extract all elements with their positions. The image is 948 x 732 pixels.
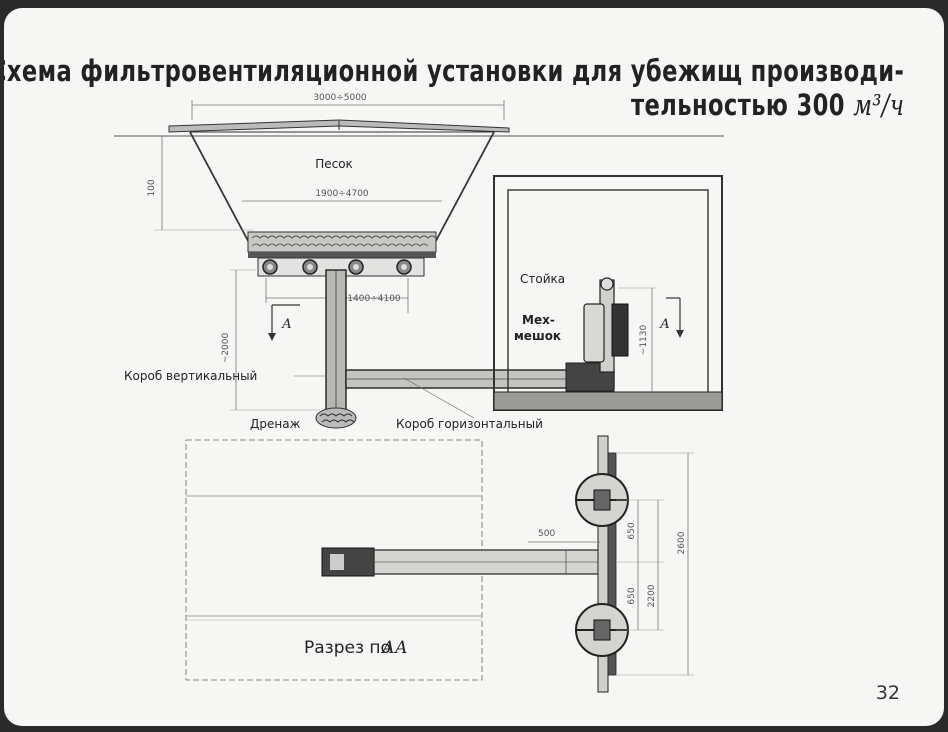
inner-width-label: 1900÷4700 xyxy=(315,189,369,199)
plan-2600-label: 2600 xyxy=(677,531,687,554)
vertical-duct xyxy=(325,269,347,411)
title-unit: м³/ч xyxy=(852,88,904,122)
pit-cover xyxy=(168,119,510,133)
vertical-duct-label: Короб вертикальный xyxy=(124,369,257,383)
fur-bag xyxy=(583,303,629,363)
stand-label: Стойка xyxy=(520,272,565,286)
diagram-title-line1: Схема фильтровентиляционной установки дл… xyxy=(4,54,904,88)
bottom-width-label: 1400÷4100 xyxy=(347,294,401,304)
section-mark-left-label: А xyxy=(281,317,292,332)
horizontal-duct-label: Короб горизонтальный xyxy=(396,417,543,431)
top-width-dimension: 3000÷5000 xyxy=(191,93,505,120)
section-title: Разрез по xyxy=(304,638,391,658)
section-mark-left: А xyxy=(268,304,300,341)
drainage-stones xyxy=(315,407,357,429)
horizontal-duct xyxy=(345,362,615,392)
depth-label: 100 xyxy=(147,179,157,196)
section-mark-right-label: А xyxy=(659,317,670,332)
section-mark-right: А xyxy=(659,297,684,338)
plan-dimensions: 500 650 650 2200 2600 xyxy=(528,452,694,676)
bag-label-line2: мешок xyxy=(514,329,561,343)
bag-label-line1: Мех- xyxy=(522,313,555,327)
section-title-letters: АА xyxy=(381,638,408,658)
bag-height-dimension: ~1130 xyxy=(618,287,656,392)
plan-column xyxy=(597,435,617,693)
plan-650-bottom-label: 650 xyxy=(627,587,637,604)
horizontal-duct-leader xyxy=(403,377,475,419)
sand-pit xyxy=(189,131,495,253)
sand-label: Песок xyxy=(315,157,353,171)
plan-2200-label: 2200 xyxy=(647,584,657,607)
duct-height-dimension: ~2000 xyxy=(221,269,320,411)
inner-width-dimension: 1900÷4700 xyxy=(242,189,442,202)
plan-duct xyxy=(321,547,601,577)
gravel-layer xyxy=(247,231,437,258)
filter-ventilation-diagram: 3000÷5000 Песок 100 1900÷4700 xyxy=(114,93,724,693)
shelter-room xyxy=(493,175,723,411)
plan-500-label: 500 xyxy=(538,529,555,539)
plan-650-top-label: 650 xyxy=(627,522,637,539)
slide: Схема фильтровентиляционной установки дл… xyxy=(4,8,944,726)
diagram-title-line2: тельностью 300 м³/ч xyxy=(631,88,904,122)
duct-height-label: ~2000 xyxy=(221,333,231,364)
top-width-label: 3000÷5000 xyxy=(313,93,367,103)
page-number: 32 xyxy=(875,682,900,704)
drain-pipes xyxy=(257,257,425,277)
title-text: тельностью 300 xyxy=(630,88,845,122)
drainage-label: Дренаж xyxy=(250,417,301,431)
bag-height-label: ~1130 xyxy=(639,325,649,356)
depth-dimension: 100 xyxy=(147,136,254,231)
